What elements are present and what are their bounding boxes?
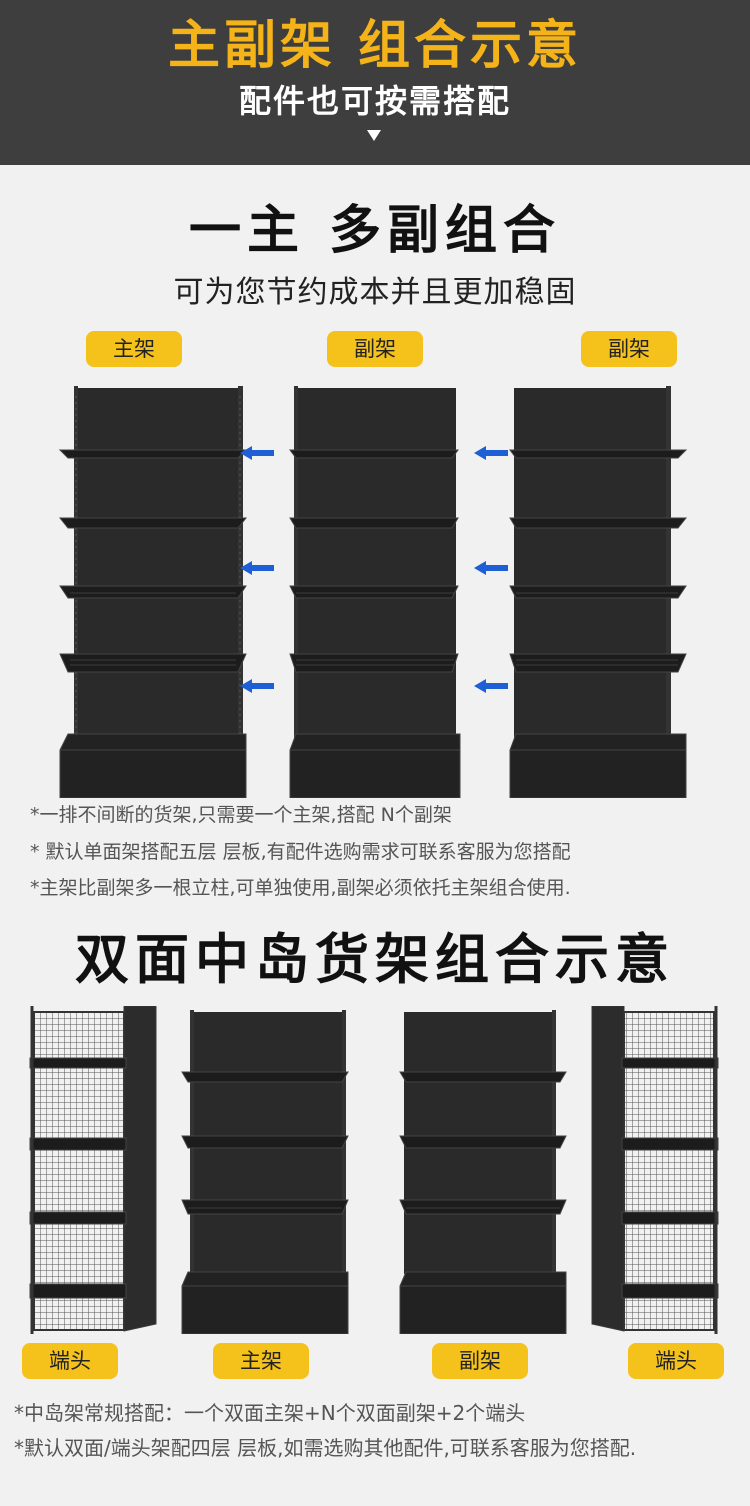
header-banner: 主副架 组合示意 配件也可按需搭配	[0, 0, 750, 165]
sub-rack-image-1	[289, 386, 461, 798]
label-sub-rack-2: 副架	[581, 331, 677, 367]
header-subtitle: 配件也可按需搭配	[238, 82, 511, 120]
left-arrow-icon	[474, 446, 508, 460]
down-triangle-icon	[367, 130, 381, 141]
section1-note-3: *主架比副架多一根立柱,可单独使用,副架必须依托主架组合使用.	[30, 877, 571, 899]
label-end-cap-right: 端头	[628, 1343, 724, 1379]
sub-rack-image-2	[509, 386, 688, 798]
label-double-main: 主架	[213, 1343, 309, 1379]
section1-title: 一主 多副组合	[188, 201, 562, 261]
label-end-cap-left: 端头	[22, 1343, 118, 1379]
label-double-sub: 副架	[432, 1343, 528, 1379]
section1-note-1: *一排不间断的货架,只需要一个主架,搭配 N个副架	[30, 804, 452, 826]
main-rack-image	[58, 386, 248, 798]
left-arrow-icon	[474, 561, 508, 575]
section2-title: 双面中岛货架组合示意	[75, 928, 675, 991]
double-sub-rack-image	[399, 1010, 567, 1334]
section1-note-2: * 默认单面架搭配五层 层板,有配件选购需求可联系客服为您搭配	[30, 841, 571, 863]
left-arrow-icon	[240, 561, 274, 575]
end-cap-image-right	[591, 1006, 719, 1334]
left-arrow-icon	[240, 446, 274, 460]
double-main-rack-image	[181, 1010, 349, 1334]
header-title: 主副架 组合示意	[167, 16, 583, 76]
section2-note-2: *默认双面/端头架配四层 层板,如需选购其他配件,可联系客服为您搭配.	[14, 1436, 637, 1460]
left-arrow-icon	[240, 679, 274, 693]
left-arrow-icon	[474, 679, 508, 693]
label-sub-rack-1: 副架	[327, 331, 423, 367]
section2-note-1: *中岛架常规搭配：一个双面主架+N个双面副架+2个端头	[14, 1401, 526, 1425]
end-cap-image-left	[29, 1006, 157, 1334]
label-main-rack: 主架	[86, 331, 182, 367]
section1-subtitle: 可为您节约成本并且更加稳固	[173, 275, 577, 310]
